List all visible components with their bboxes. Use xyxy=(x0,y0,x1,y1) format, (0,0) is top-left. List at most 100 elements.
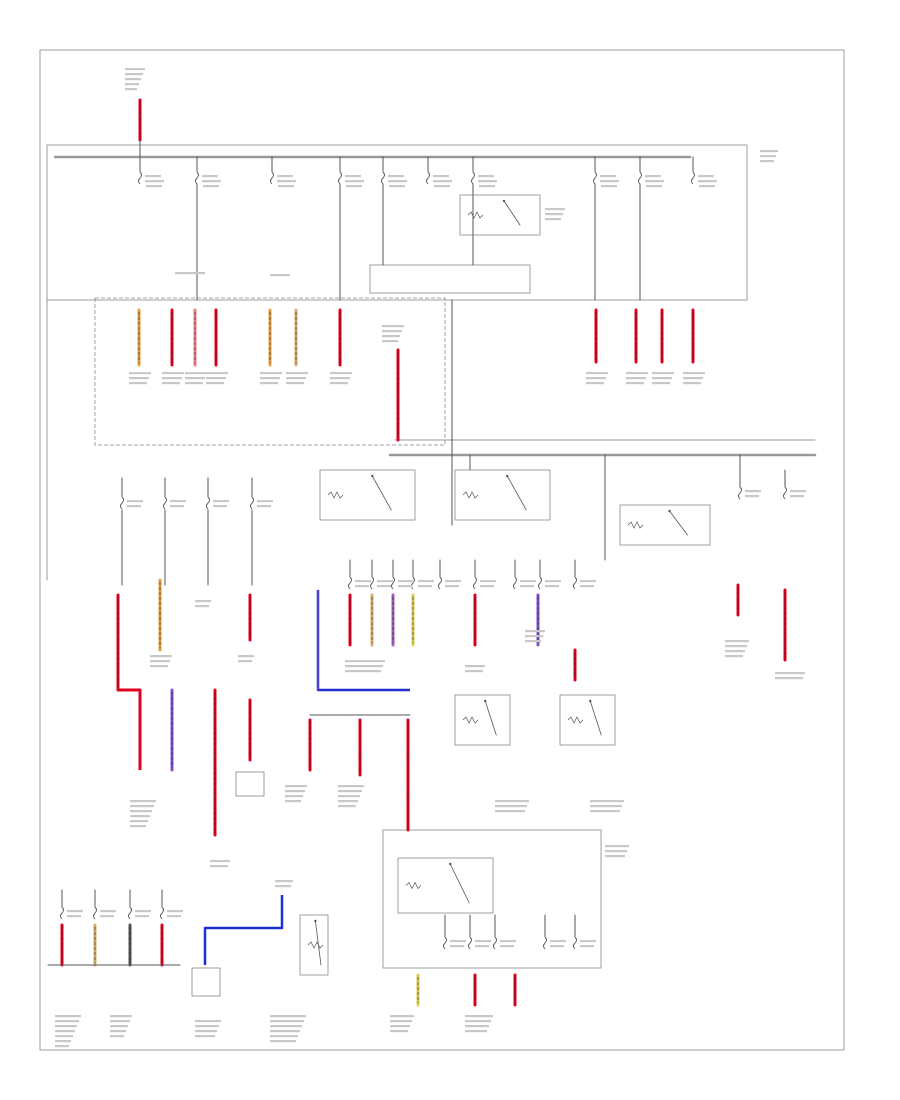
fuse-block-load-label xyxy=(185,382,203,385)
relay-contact xyxy=(484,700,497,736)
right-block-load-label xyxy=(586,382,604,385)
fuse-bottom-3 xyxy=(160,906,164,920)
fuse-label xyxy=(257,505,271,508)
relay-output-label xyxy=(495,800,529,803)
module-label xyxy=(390,1015,414,1018)
load-label xyxy=(775,677,803,680)
relay-module-outline xyxy=(369,264,531,294)
relay-contact xyxy=(314,920,322,966)
top-relay-label xyxy=(545,213,563,216)
box-name-label xyxy=(760,160,774,163)
fuse-block-source-label xyxy=(382,330,402,333)
battery-feed-label xyxy=(125,68,145,71)
fuse-label xyxy=(790,490,806,493)
fuse-top-label xyxy=(601,180,619,183)
module-label xyxy=(270,1015,306,1018)
load-label xyxy=(150,655,172,658)
fuse-top-label xyxy=(146,180,164,183)
fuse-top-3 xyxy=(338,171,342,185)
fuse-top-label xyxy=(346,180,364,183)
fuse-small-3 xyxy=(411,576,415,590)
fuse-top-0 xyxy=(138,171,142,185)
fuse-label xyxy=(550,940,566,943)
right-block-load-label xyxy=(652,372,674,375)
relay-output-label xyxy=(495,805,527,808)
fuse-lower-1 xyxy=(468,936,472,950)
fuse-block-load-label xyxy=(162,382,180,385)
fuse-top-label xyxy=(434,185,450,188)
module-label xyxy=(285,785,307,788)
fuse-label xyxy=(745,495,759,498)
middle-relay-1 xyxy=(319,469,416,521)
module-label xyxy=(270,1025,302,1028)
fuse-block-load-label xyxy=(330,372,352,375)
module-label xyxy=(195,1020,221,1023)
load-label xyxy=(150,665,168,668)
load-label xyxy=(725,650,745,653)
module-label xyxy=(55,1035,73,1038)
fuse-block-source-label xyxy=(382,335,400,338)
fuse-block-load-label xyxy=(206,382,224,385)
module-label xyxy=(390,1030,408,1033)
load-label xyxy=(775,672,805,675)
fuse-small-0 xyxy=(348,576,352,590)
blue-wire xyxy=(316,590,410,692)
fuse-top-label xyxy=(699,180,717,183)
fuse-relay-box-outline xyxy=(46,144,748,301)
bottom-switch xyxy=(299,914,329,976)
fuse-right-2 xyxy=(783,486,787,500)
relay-contact xyxy=(503,200,521,226)
fuse-small-7 xyxy=(538,576,542,590)
fuse-label xyxy=(213,505,227,508)
fuse-label xyxy=(145,175,161,178)
fuse-small-5 xyxy=(473,576,477,590)
fuse-label xyxy=(127,505,141,508)
blue-wire-bottom xyxy=(203,895,284,965)
module-label xyxy=(130,810,152,813)
fuse-top-label xyxy=(601,185,617,188)
module-label xyxy=(338,805,356,808)
fuse-block-load-label xyxy=(206,372,228,375)
fuse-top-label xyxy=(278,180,296,183)
power-loop-wire xyxy=(118,688,142,770)
control-module-label xyxy=(345,665,383,668)
right-block-load-label xyxy=(626,372,648,375)
fuse-mid-left-1 xyxy=(163,496,167,510)
motor-label xyxy=(525,640,541,643)
fuse-block-load-label xyxy=(286,382,304,385)
top-relay-label xyxy=(545,208,565,211)
box-relay xyxy=(397,857,494,914)
fuse-label xyxy=(202,175,218,178)
fuse-lower-2 xyxy=(493,936,497,950)
fuse-label xyxy=(550,945,564,948)
relay-coil xyxy=(627,521,644,529)
relay-coil xyxy=(327,491,344,499)
top-relay-label xyxy=(545,218,561,221)
fuse-block-load-label xyxy=(129,377,149,380)
load-label xyxy=(725,645,747,648)
middle-relay-2 xyxy=(454,469,551,521)
module-label xyxy=(55,1040,71,1043)
module-label xyxy=(338,785,364,788)
fuse-block-load-label xyxy=(330,382,348,385)
right-block-load-label xyxy=(586,372,608,375)
fuse-top-9 xyxy=(691,171,695,185)
fuse-label xyxy=(478,175,494,178)
splice-label xyxy=(270,274,290,277)
fuse-label xyxy=(135,915,149,918)
control-module-label xyxy=(345,660,385,663)
lower-relay-1 xyxy=(454,694,511,746)
fuse-label xyxy=(100,910,116,913)
module-label xyxy=(210,865,228,868)
component-box xyxy=(235,771,265,797)
relay-contact xyxy=(449,863,470,904)
relay-output-label xyxy=(590,805,622,808)
module-label xyxy=(270,1035,298,1038)
fuse-label xyxy=(345,175,361,178)
fuse-top-label xyxy=(389,180,407,183)
fuse-label xyxy=(445,585,459,588)
fuse-label xyxy=(377,585,391,588)
module-label xyxy=(130,805,154,808)
fuse-top-8 xyxy=(638,171,642,185)
